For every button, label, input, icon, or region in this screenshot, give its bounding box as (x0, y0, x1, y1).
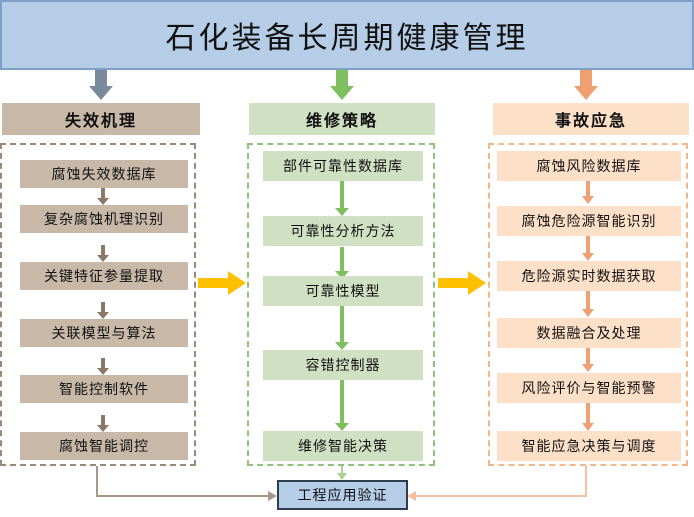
col2-node: 可靠性分析方法 (263, 216, 423, 246)
col3-node: 数据融合及处理 (497, 318, 681, 348)
col1-group (0, 143, 196, 466)
col1-node: 复杂腐蚀机理识别 (20, 205, 188, 233)
col1-to-col2-arrow (198, 271, 246, 295)
title-to-col1-arrow (89, 70, 113, 100)
title-to-col3-arrow (574, 70, 598, 100)
col3-node: 腐蚀危险源智能识别 (497, 206, 681, 236)
col3-to-footer-connector (407, 466, 587, 501)
col3-group (488, 143, 688, 466)
col2-node: 容错控制器 (263, 350, 423, 380)
col2-node: 可靠性模型 (263, 276, 423, 306)
col2-group (247, 143, 435, 466)
col2-step-arrows (335, 181, 349, 431)
diagram-title: 石化装备长周期健康管理 (0, 0, 694, 70)
col1-node: 腐蚀智能调控 (20, 432, 188, 460)
col3-node: 腐蚀风险数据库 (497, 151, 681, 181)
col2-node: 部件可靠性数据库 (263, 151, 423, 181)
col1-node: 智能控制软件 (20, 375, 188, 403)
col3-step-arrows (582, 181, 594, 431)
col3-node: 智能应急决策与调度 (497, 431, 681, 461)
col2-header: 维修策略 (249, 103, 435, 135)
col1-header: 失效机理 (2, 103, 200, 135)
col2-node: 维修智能决策 (263, 431, 423, 461)
col2-to-footer-connector (337, 466, 347, 480)
col3-node: 风险评价与智能预警 (497, 373, 681, 403)
col1-to-footer-connector (96, 466, 277, 501)
col1-node: 关联模型与算法 (20, 319, 188, 347)
col2-to-col3-arrow (438, 271, 486, 295)
col1-node: 腐蚀失效数据库 (20, 160, 188, 188)
col3-node: 危险源实时数据获取 (497, 261, 681, 291)
footer-node: 工程应用验证 (277, 480, 408, 510)
col1-node: 关键特征参量提取 (20, 262, 188, 290)
col3-header: 事故应急 (493, 103, 689, 135)
col1-step-arrows (97, 188, 109, 432)
title-to-col2-arrow (330, 70, 354, 100)
